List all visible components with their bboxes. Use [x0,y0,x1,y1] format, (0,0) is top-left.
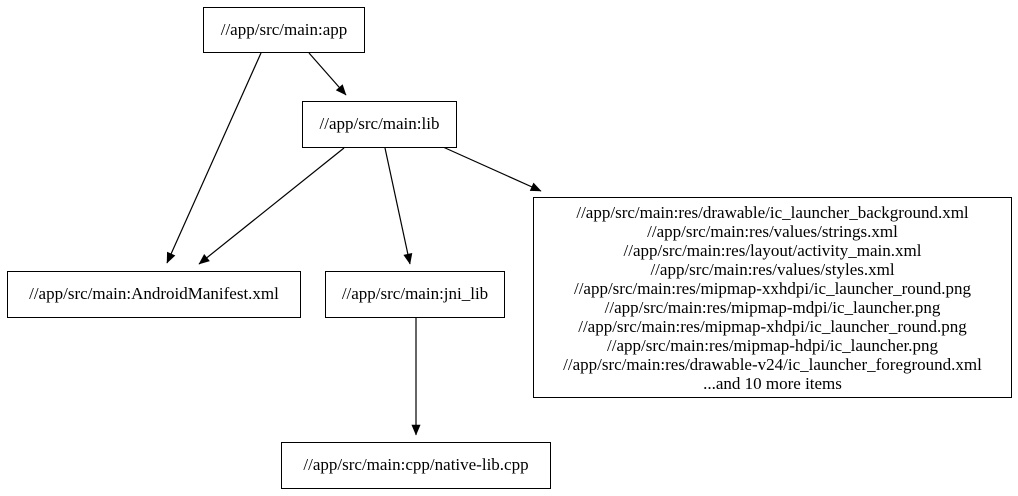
graph-node-jni-lib-label: //app/src/main:jni_lib [341,284,489,304]
edge-app-to-lib [308,52,347,96]
graph-node-native-lib-cpp: //app/src/main:cpp/native-lib.cpp [281,442,551,489]
res-group-line: //app/src/main:res/mipmap-xhdpi/ic_launc… [578,316,967,336]
graph-node-androidmanifest: //app/src/main:AndroidManifest.xml [7,271,301,318]
graph-node-native-lib-cpp-label: //app/src/main:cpp/native-lib.cpp [303,455,529,475]
edge-lib-to-jni-lib [384,147,413,265]
graph-node-lib-label: //app/src/main:lib [319,114,440,134]
edge-lib-to-res-group [442,146,542,192]
graph-node-androidmanifest-label: //app/src/main:AndroidManifest.xml [29,284,279,304]
res-group-line: //app/src/main:res/drawable/ic_launcher_… [576,202,969,222]
edge-app-to-androidmanifest [166,52,262,264]
res-group-line: //app/src/main:res/layout/activity_main.… [623,240,922,260]
graph-node-app: //app/src/main:app [203,7,365,53]
res-group-line: //app/src/main:res/mipmap-mdpi/ic_launch… [604,297,941,317]
res-group-line: //app/src/main:res/drawable-v24/ic_launc… [563,354,982,374]
res-group-more-items: ...and 10 more items [703,373,842,393]
graph-node-res-group: //app/src/main:res/drawable/ic_launcher_… [533,197,1012,398]
res-group-line: //app/src/main:res/mipmap-xxhdpi/ic_laun… [573,278,972,298]
graph-node-app-label: //app/src/main:app [220,19,348,39]
res-group-line: //app/src/main:res/values/styles.xml [650,259,895,279]
edge-lib-to-androidmanifest [198,147,345,265]
res-group-line: //app/src/main:res/mipmap-hdpi/ic_launch… [607,335,938,355]
graph-node-lib: //app/src/main:lib [302,101,457,148]
graph-node-jni-lib: //app/src/main:jni_lib [325,271,505,318]
res-group-line: //app/src/main:res/values/strings.xml [647,221,898,241]
